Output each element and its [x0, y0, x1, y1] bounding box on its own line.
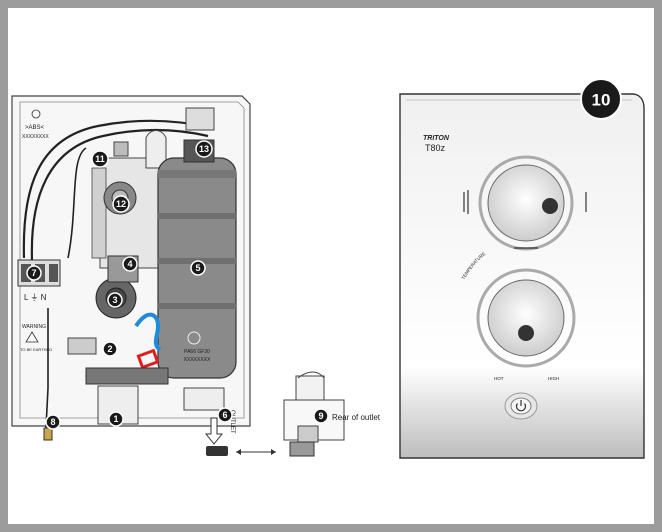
warning-title: WARNING [22, 324, 46, 330]
left-mark: HOT [494, 376, 504, 381]
svg-text:3: 3 [112, 295, 117, 305]
shower-diagram: >ABS< XXXXXXXX L ⏚ N WARNING TO BE EARTH… [11, 78, 645, 459]
front-cover: 10 TRITON T80z TEMPERATURE HOT HIGH [399, 78, 645, 459]
callout-6: 6 [217, 407, 233, 423]
warning-label: WARNING TO BE EARTHED [20, 324, 52, 352]
callout-9: 9 [313, 408, 329, 424]
water-tank: PA66 GF30 XXXXXXXX [157, 139, 237, 379]
power-button[interactable] [504, 392, 538, 420]
right-mark: HIGH [548, 376, 559, 381]
power-selector-knob[interactable] [463, 155, 587, 251]
svg-text:7: 7 [31, 268, 36, 278]
brand-name: TRITON [423, 135, 450, 142]
power-icon [515, 400, 527, 412]
svg-text:13: 13 [199, 144, 209, 154]
model-name: T80z [425, 143, 446, 153]
callout-2: 2 [102, 341, 118, 357]
callout-11: 11 [91, 150, 109, 168]
callout-12: 12 [112, 195, 130, 213]
abs-text: >ABS< [25, 125, 45, 131]
rear-of-outlet-caption: Rear of outlet [332, 413, 381, 422]
rear-of-outlet: Rear of outlet [283, 371, 381, 457]
svg-text:12: 12 [116, 199, 126, 209]
abs-mark: >ABS< XXXXXXXX [22, 109, 49, 140]
terminal-letters: L ⏚ N [24, 293, 47, 302]
outlet-text: OUTLET [229, 410, 235, 434]
svg-text:4: 4 [127, 259, 132, 269]
svg-text:8: 8 [50, 417, 55, 427]
svg-text:2: 2 [107, 344, 112, 354]
callout-13: 13 [195, 140, 213, 158]
svg-text:11: 11 [95, 154, 105, 164]
callout-8: 8 [45, 414, 61, 430]
warning-text: TO BE EARTHED [20, 347, 52, 352]
svg-text:9: 9 [318, 411, 323, 421]
callout-10-number: 10 [592, 91, 611, 110]
callout-3: 3 [107, 292, 123, 308]
callout-10: 10 [580, 78, 622, 120]
svg-text:1: 1 [113, 414, 118, 424]
svg-text:5: 5 [195, 263, 200, 273]
serial-top-text: XXXXXXXX [22, 134, 49, 140]
callout-4: 4 [122, 256, 138, 272]
tank-serial: XXXXXXXX [184, 357, 211, 363]
callout-7: 7 [26, 265, 42, 281]
callout-1: 1 [108, 411, 124, 427]
callout-5: 5 [190, 260, 206, 276]
internal-unit: >ABS< XXXXXXXX L ⏚ N WARNING TO BE EARTH… [11, 95, 276, 456]
temperature-knob[interactable]: HOT HIGH [476, 268, 576, 381]
tank-label: PA66 GF30 [184, 349, 210, 355]
svg-text:6: 6 [222, 410, 227, 420]
diagram-canvas: >ABS< XXXXXXXX L ⏚ N WARNING TO BE EARTH… [8, 8, 654, 524]
